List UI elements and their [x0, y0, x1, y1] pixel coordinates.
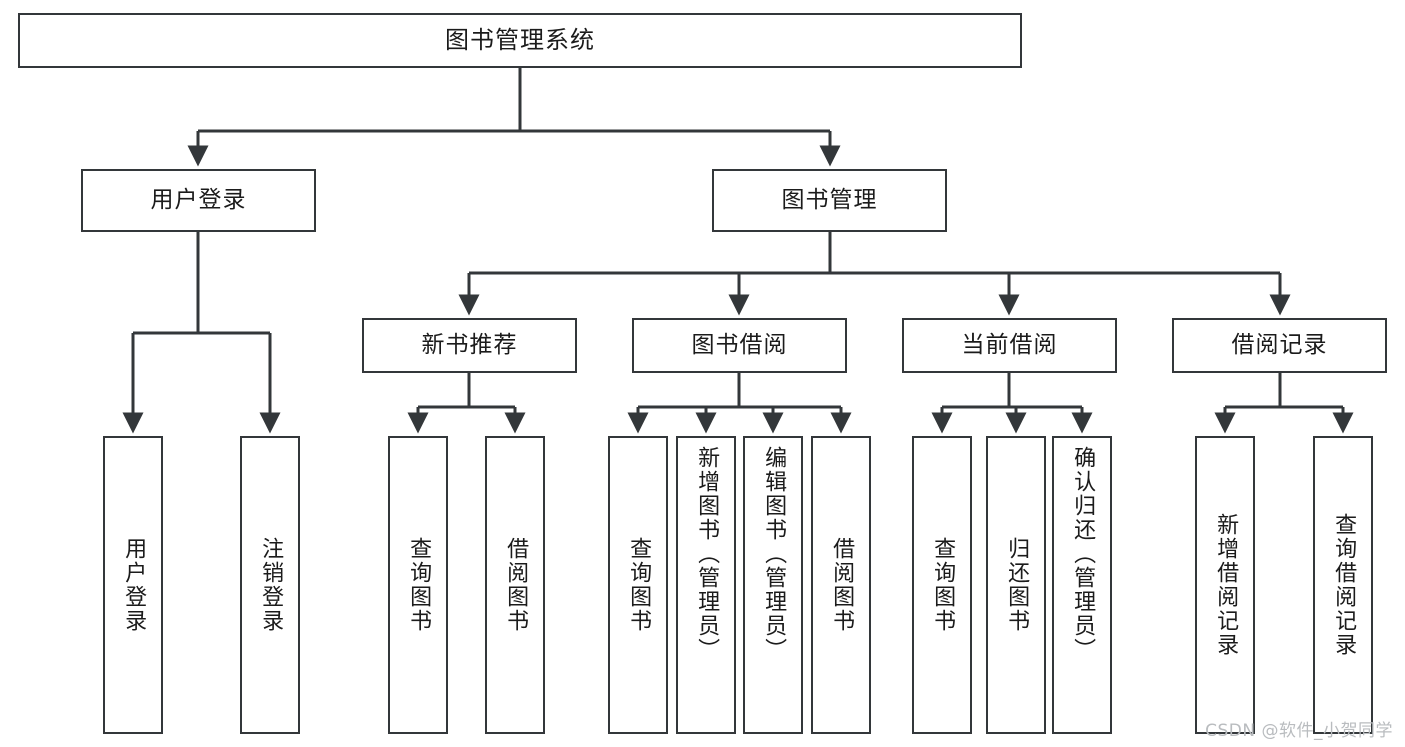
leaf-borrow-book-recommend[interactable]: 借阅图书	[485, 436, 545, 734]
node-root-label: 图书管理系统	[445, 26, 595, 55]
leaf-edit-book-admin-label: 编辑图书（管理员）	[761, 446, 787, 662]
leaf-query-book-recommend[interactable]: 查询图书	[388, 436, 448, 734]
node-book-management-label: 图书管理	[781, 186, 878, 213]
node-book-management[interactable]: 图书管理	[712, 169, 947, 232]
leaf-query-borrow-record-label: 查询借阅记录	[1331, 513, 1357, 657]
leaf-confirm-return-admin[interactable]: 确认归还（管理员）	[1052, 436, 1112, 734]
node-new-book-recommend[interactable]: 新书推荐	[362, 318, 577, 373]
leaf-user-login-label: 用户登录	[121, 537, 147, 633]
node-user-login-label: 用户登录	[150, 186, 247, 213]
csdn-watermark: CSDN @软件_小贺同学	[1205, 721, 1393, 741]
leaf-logout-label: 注销登录	[258, 537, 284, 633]
leaf-edit-book-admin[interactable]: 编辑图书（管理员）	[743, 436, 803, 734]
node-current-borrow[interactable]: 当前借阅	[902, 318, 1117, 373]
node-borrow-record-label: 借阅记录	[1231, 331, 1328, 358]
node-user-login[interactable]: 用户登录	[81, 169, 316, 232]
leaf-borrow-book-recommend-label: 借阅图书	[503, 537, 529, 633]
node-new-book-recommend-label: 新书推荐	[421, 331, 518, 358]
leaf-borrow-book[interactable]: 借阅图书	[811, 436, 871, 734]
leaf-add-borrow-record[interactable]: 新增借阅记录	[1195, 436, 1255, 734]
node-book-borrow[interactable]: 图书借阅	[632, 318, 847, 373]
node-current-borrow-label: 当前借阅	[961, 331, 1058, 358]
leaf-confirm-return-admin-label: 确认归还（管理员）	[1070, 446, 1096, 662]
leaf-query-book-recommend-label: 查询图书	[406, 537, 432, 633]
leaf-logout[interactable]: 注销登录	[240, 436, 300, 734]
leaf-add-borrow-record-label: 新增借阅记录	[1213, 513, 1239, 657]
leaf-return-book[interactable]: 归还图书	[986, 436, 1046, 734]
leaf-add-book-admin-label: 新增图书（管理员）	[694, 446, 720, 662]
node-book-borrow-label: 图书借阅	[691, 331, 788, 358]
leaf-query-book-borrow-label: 查询图书	[626, 537, 652, 633]
leaf-user-login[interactable]: 用户登录	[103, 436, 163, 734]
leaf-return-book-label: 归还图书	[1004, 537, 1030, 633]
leaf-query-book-current[interactable]: 查询图书	[912, 436, 972, 734]
leaf-query-book-current-label: 查询图书	[930, 537, 956, 633]
leaf-borrow-book-label: 借阅图书	[829, 537, 855, 633]
leaf-add-book-admin[interactable]: 新增图书（管理员）	[676, 436, 736, 734]
leaf-query-book-borrow[interactable]: 查询图书	[608, 436, 668, 734]
node-borrow-record[interactable]: 借阅记录	[1172, 318, 1387, 373]
node-root[interactable]: 图书管理系统	[18, 13, 1022, 68]
leaf-query-borrow-record[interactable]: 查询借阅记录	[1313, 436, 1373, 734]
